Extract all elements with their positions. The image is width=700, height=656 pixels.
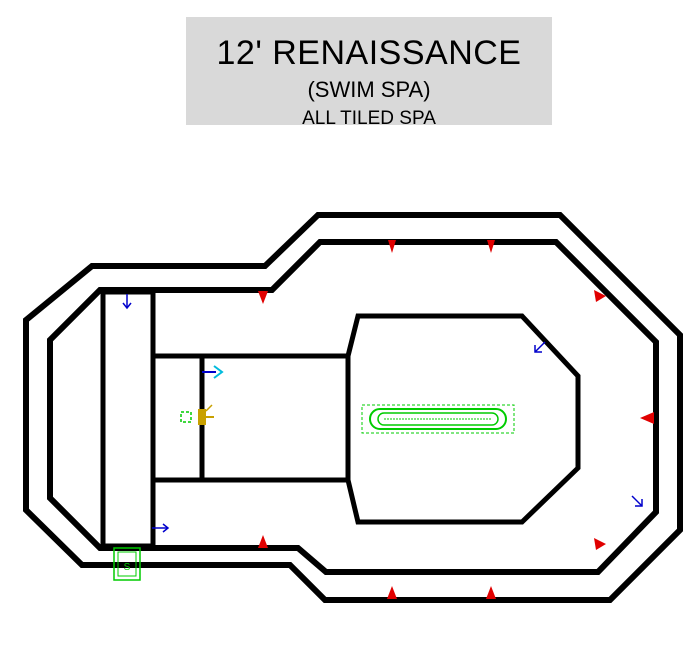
flow-arrow-icon (122, 294, 643, 533)
bench-area (100, 289, 156, 549)
outer-coping-outline (23, 212, 683, 603)
hydro-jet-icon (202, 365, 224, 379)
title-block: 12' RENAISSANCE (SWIM SPA) ALL TILED SPA (186, 17, 552, 129)
light-fixture-icon (180, 404, 214, 425)
skimmer-label: S (124, 562, 131, 573)
pool-type-subtitle: (SWIM SPA) (307, 77, 431, 102)
skimmer-icon: S (113, 547, 141, 581)
deep-area-outline (345, 313, 581, 525)
pool-model-title: 12' RENAISSANCE (216, 34, 522, 72)
return-jet-icon (258, 240, 654, 599)
main-drain-icon (361, 404, 515, 434)
inner-water-edge (47, 239, 659, 575)
finish-note: ALL TILED SPA (302, 108, 436, 129)
